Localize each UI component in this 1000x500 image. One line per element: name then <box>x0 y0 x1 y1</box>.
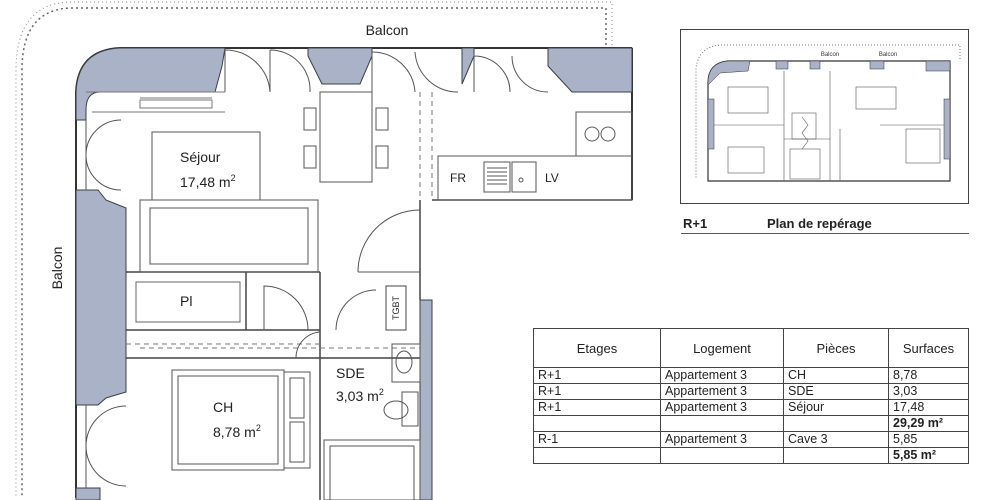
total-surface-r1: 29,29 m² <box>888 415 969 432</box>
table-row: R+1 Appartement 3 CH 8,78 <box>533 367 969 384</box>
bed <box>171 369 311 471</box>
cell-surface: 8,78 <box>888 367 969 384</box>
caption-rule <box>681 233 969 234</box>
cell-piece: Séjour <box>783 399 889 416</box>
cell-surface: 3,03 <box>888 383 969 400</box>
table-row: R+1 Appartement 3 SDE 3,03 <box>533 383 969 400</box>
dining-table <box>303 91 389 183</box>
sde-name: SDE <box>336 365 365 381</box>
bathroom-fixtures <box>323 343 421 500</box>
corner-pier <box>75 47 226 121</box>
cell-etage: R+1 <box>533 383 661 400</box>
header-pieces: Pièces <box>783 328 889 368</box>
total-surface-r-1: 5,85 m² <box>888 447 969 464</box>
sofa <box>139 199 319 273</box>
sink-label: LV <box>545 171 559 185</box>
floor-plan: Balcon Balcon Séjour 17,48 m2 Pl CH 8,78… <box>15 1 633 500</box>
surfaces-table: Etages Logement Pièces Surfaces R+1 Appa… <box>533 328 969 464</box>
cell-logement: Appartement 3 <box>660 383 784 400</box>
tgbt-panel <box>385 285 407 331</box>
closet <box>135 281 241 323</box>
balcon-left-label: Balcon <box>49 247 65 290</box>
table-row: R+1 Appartement 3 Séjour 17,48 <box>533 399 969 416</box>
locator-title: Plan de repérage <box>767 216 872 231</box>
table-total-row: 5,85 m² <box>533 447 969 464</box>
cell-etage: R-1 <box>533 431 661 448</box>
table-row: R-1 Appartement 3 Cave 3 5,85 <box>533 431 969 448</box>
table-header-row: Etages Logement Pièces Surfaces <box>533 328 969 368</box>
table-total-row: 29,29 m² <box>533 415 969 432</box>
fridge-label: FR <box>450 171 466 185</box>
cell-piece: SDE <box>783 383 889 400</box>
coffee-table <box>151 131 261 201</box>
cell-logement: Appartement 3 <box>660 367 784 384</box>
cell-logement: Appartement 3 <box>660 431 784 448</box>
balcon-top-label: Balcon <box>366 22 409 38</box>
cell-etage: R+1 <box>533 367 661 384</box>
header-surfaces: Surfaces <box>888 328 969 368</box>
sejour-name: Séjour <box>180 149 221 165</box>
cell-surface: 5,85 <box>888 431 969 448</box>
kitchen-counter <box>437 111 633 201</box>
cell-logement: Appartement 3 <box>660 399 784 416</box>
svg-text:Balcon: Balcon <box>879 52 897 58</box>
balcony-railing <box>21 7 607 498</box>
cell-piece: Cave 3 <box>783 431 889 448</box>
cell-etage: R+1 <box>533 399 661 416</box>
header-logement: Logement <box>660 328 784 368</box>
cell-surface: 17,48 <box>888 399 969 416</box>
cell-piece: CH <box>783 367 889 384</box>
svg-text:Balcon: Balcon <box>821 52 839 58</box>
ch-area: 8,78 m2 <box>213 423 261 440</box>
locator-level: R+1 <box>683 216 708 231</box>
locator-plan: Balcon Balcon <box>680 29 969 204</box>
header-etages: Etages <box>533 328 661 368</box>
pl-label: Pl <box>180 293 192 309</box>
sde-area: 3,03 m2 <box>336 387 384 404</box>
tgbt-label: TGBT <box>391 295 401 320</box>
sejour-area: 17,48 m2 <box>180 173 236 190</box>
ch-name: CH <box>213 399 233 415</box>
